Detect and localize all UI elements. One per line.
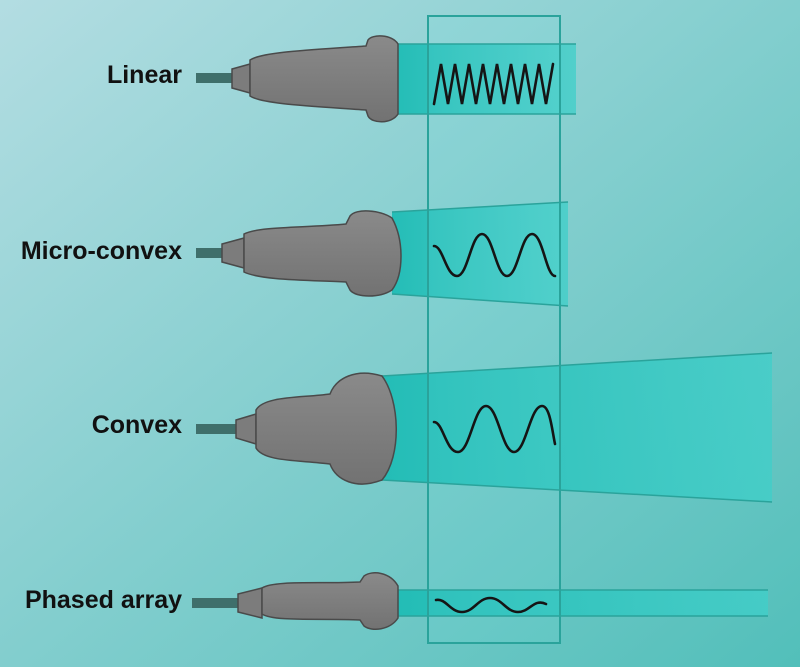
micro-convex-label: Micro-convex: [20, 237, 182, 265]
frequency-window-frame: [427, 15, 561, 644]
phased-array-cable: [192, 598, 238, 608]
linear-probe-icon: [196, 35, 399, 123]
convex-label: Convex: [91, 411, 182, 439]
linear-cable: [196, 73, 232, 83]
convex-probe-icon: [196, 372, 397, 485]
waves: [432, 62, 557, 614]
micro-convex-cable: [196, 248, 222, 258]
phased-array-sine-wave-icon: [434, 596, 548, 614]
phased-array-beam: [398, 590, 768, 616]
convex-sine-wave-icon: [432, 404, 557, 454]
convex-cable: [196, 424, 236, 434]
micro-convex-probe-icon: [196, 210, 402, 297]
linear-sine-wave-icon: [432, 62, 555, 106]
beam-edges: [381, 43, 773, 617]
micro-convex-sine-wave-icon: [432, 232, 557, 278]
convex-beam: [382, 353, 772, 502]
micro-convex-beam: [392, 202, 568, 306]
phased-array-label: Phased array: [24, 586, 182, 614]
phased-array-probe-icon: [192, 572, 399, 631]
linear-label: Linear: [106, 61, 182, 89]
